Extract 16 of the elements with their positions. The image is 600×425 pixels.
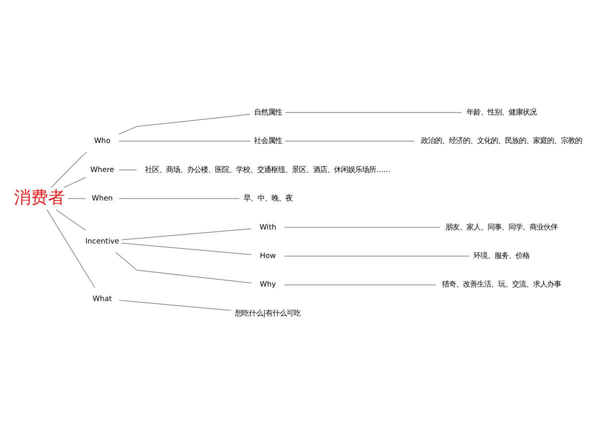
connector [116, 252, 252, 283]
connector [118, 169, 138, 170]
connector [50, 151, 88, 188]
connector [285, 140, 415, 142]
connector [284, 226, 440, 228]
node-text: 消费者 [14, 187, 66, 208]
connector [118, 299, 232, 310]
connector [118, 113, 251, 134]
connector [63, 176, 86, 188]
connector [46, 208, 96, 288]
connector [121, 228, 252, 240]
connector [284, 255, 470, 256]
connector [284, 284, 436, 285]
connector [118, 140, 251, 142]
connector [56, 208, 86, 230]
connector [121, 242, 252, 255]
